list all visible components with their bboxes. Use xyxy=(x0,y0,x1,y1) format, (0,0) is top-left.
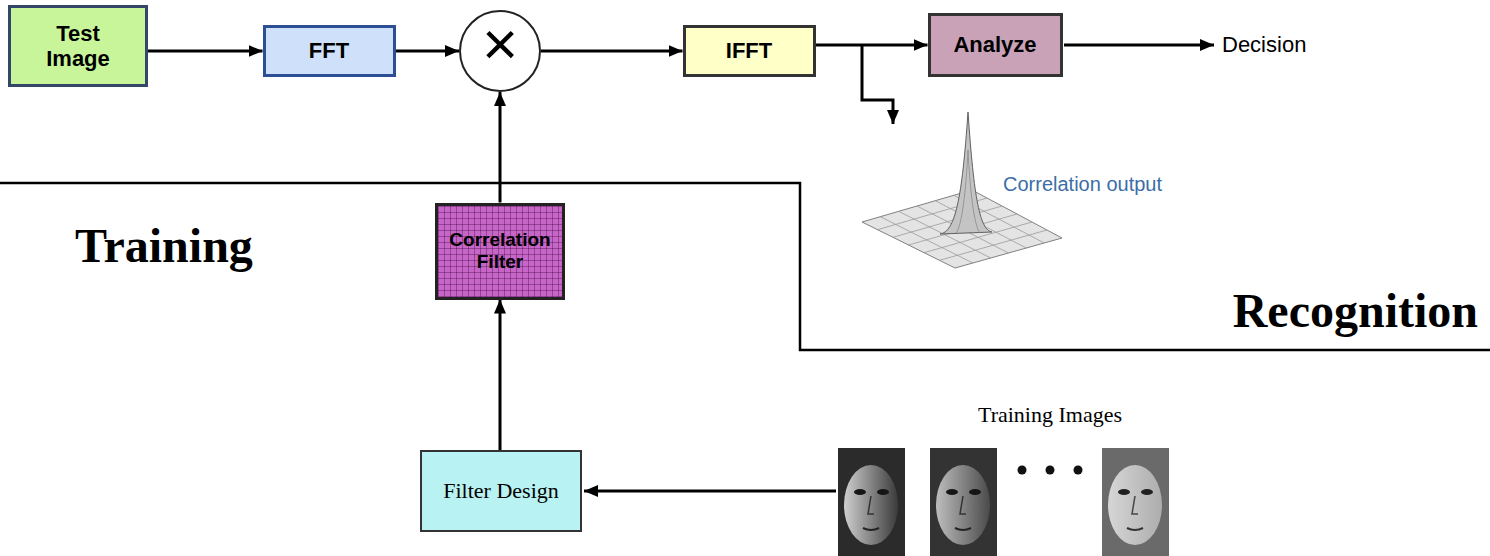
node-text: IFFT xyxy=(726,38,772,63)
process-box: IFFT xyxy=(683,25,816,77)
flow-arrow xyxy=(499,92,502,203)
section-title: Training xyxy=(75,218,253,273)
node-text: Correlation Filter xyxy=(444,229,556,273)
face-image xyxy=(1102,448,1169,556)
multiplier-circle: × xyxy=(459,10,541,92)
training-arrow xyxy=(584,490,836,493)
decision-arrow xyxy=(1064,44,1214,47)
flow-arrow xyxy=(541,50,683,53)
section-title: Recognition xyxy=(1233,283,1478,338)
flow-arrow xyxy=(816,44,928,47)
separator-line xyxy=(0,183,1490,350)
flow-arrow xyxy=(148,50,263,53)
plot-label: Correlation output xyxy=(1003,173,1162,196)
input-box: Test Image xyxy=(8,5,148,87)
node-text: FFT xyxy=(309,38,349,63)
flow-arrow xyxy=(396,50,460,53)
node-text: Test Image xyxy=(38,21,118,72)
node-text: Analyze xyxy=(953,32,1036,57)
filter-box: Correlation Filter xyxy=(435,203,565,300)
process-box: Analyze xyxy=(928,13,1063,77)
branch-arrow xyxy=(862,45,893,124)
face-image xyxy=(838,448,905,556)
flow-arrow xyxy=(499,300,502,451)
node-text: × xyxy=(482,13,518,75)
ellipsis-dots xyxy=(1018,466,1083,475)
design-box: Filter Design xyxy=(420,450,582,532)
process-box: FFT xyxy=(263,25,396,77)
face-image xyxy=(930,448,997,556)
output-label: Decision xyxy=(1222,32,1306,57)
node-text: Filter Design xyxy=(443,478,559,503)
images-label: Training Images xyxy=(978,402,1122,427)
